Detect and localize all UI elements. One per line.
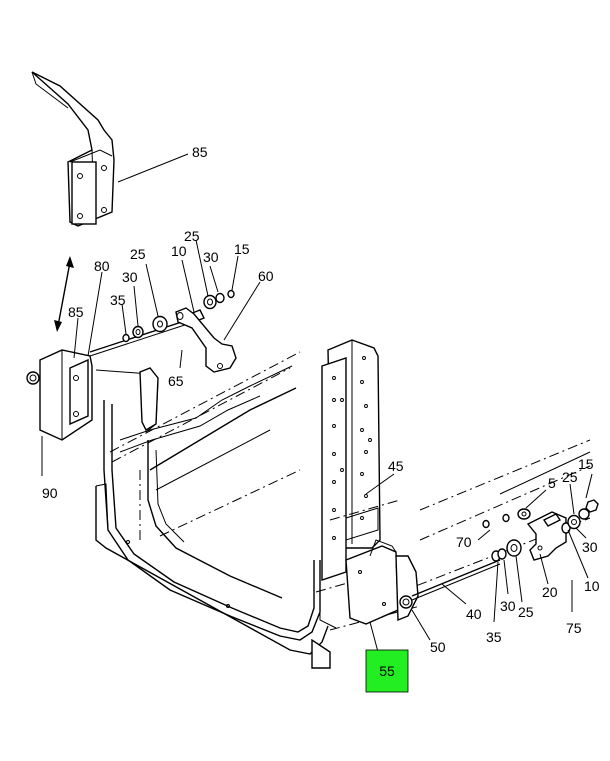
callout-50: 50	[430, 639, 446, 655]
adjust-arrow	[54, 256, 74, 332]
callout-80: 80	[94, 258, 110, 274]
top-hardware	[122, 289, 237, 373]
right-hardware	[411, 451, 599, 601]
vertical-bracket-45	[315, 339, 401, 629]
callout-10-top: 10	[171, 243, 187, 259]
callout-25-top: 25	[184, 228, 200, 244]
callout-35-lower: 35	[486, 629, 502, 645]
highlight-box[interactable]	[365, 649, 409, 693]
highlight-label: 55	[379, 663, 395, 679]
callout-25-lower: 25	[518, 604, 534, 620]
callout-10-right: 10	[584, 578, 600, 594]
top-bracket-85	[31, 71, 115, 227]
callout-30-left: 30	[122, 269, 138, 285]
highlight-part-55[interactable]: 55	[365, 649, 409, 693]
callout-75: 75	[566, 620, 582, 636]
callout-labels: 85 80 85 35 30 25 10 25 30 15 60 65 90 4…	[42, 144, 600, 655]
callout-25-right: 25	[562, 469, 578, 485]
callout-85-top: 85	[192, 144, 208, 160]
callout-35-left: 35	[110, 292, 126, 308]
leader-lines	[41, 153, 593, 653]
callout-20: 20	[542, 584, 558, 600]
callout-5: 5	[548, 475, 556, 491]
callout-40: 40	[466, 606, 482, 622]
callout-70: 70	[456, 534, 472, 550]
callout-15-top: 15	[234, 241, 250, 257]
callout-90: 90	[42, 485, 58, 501]
callout-45: 45	[388, 458, 404, 474]
callout-25-left: 25	[130, 246, 146, 262]
callout-30-lower: 30	[500, 598, 516, 614]
left-bracket-assembly	[26, 315, 201, 441]
u-frame	[95, 365, 331, 669]
callout-30-top: 30	[203, 249, 219, 265]
callout-15-right: 15	[578, 456, 594, 472]
callout-30-right: 30	[582, 539, 598, 555]
callout-60: 60	[258, 268, 274, 284]
callout-65: 65	[168, 373, 184, 389]
callout-85-left: 85	[68, 304, 84, 320]
lower-bracket	[345, 539, 419, 625]
